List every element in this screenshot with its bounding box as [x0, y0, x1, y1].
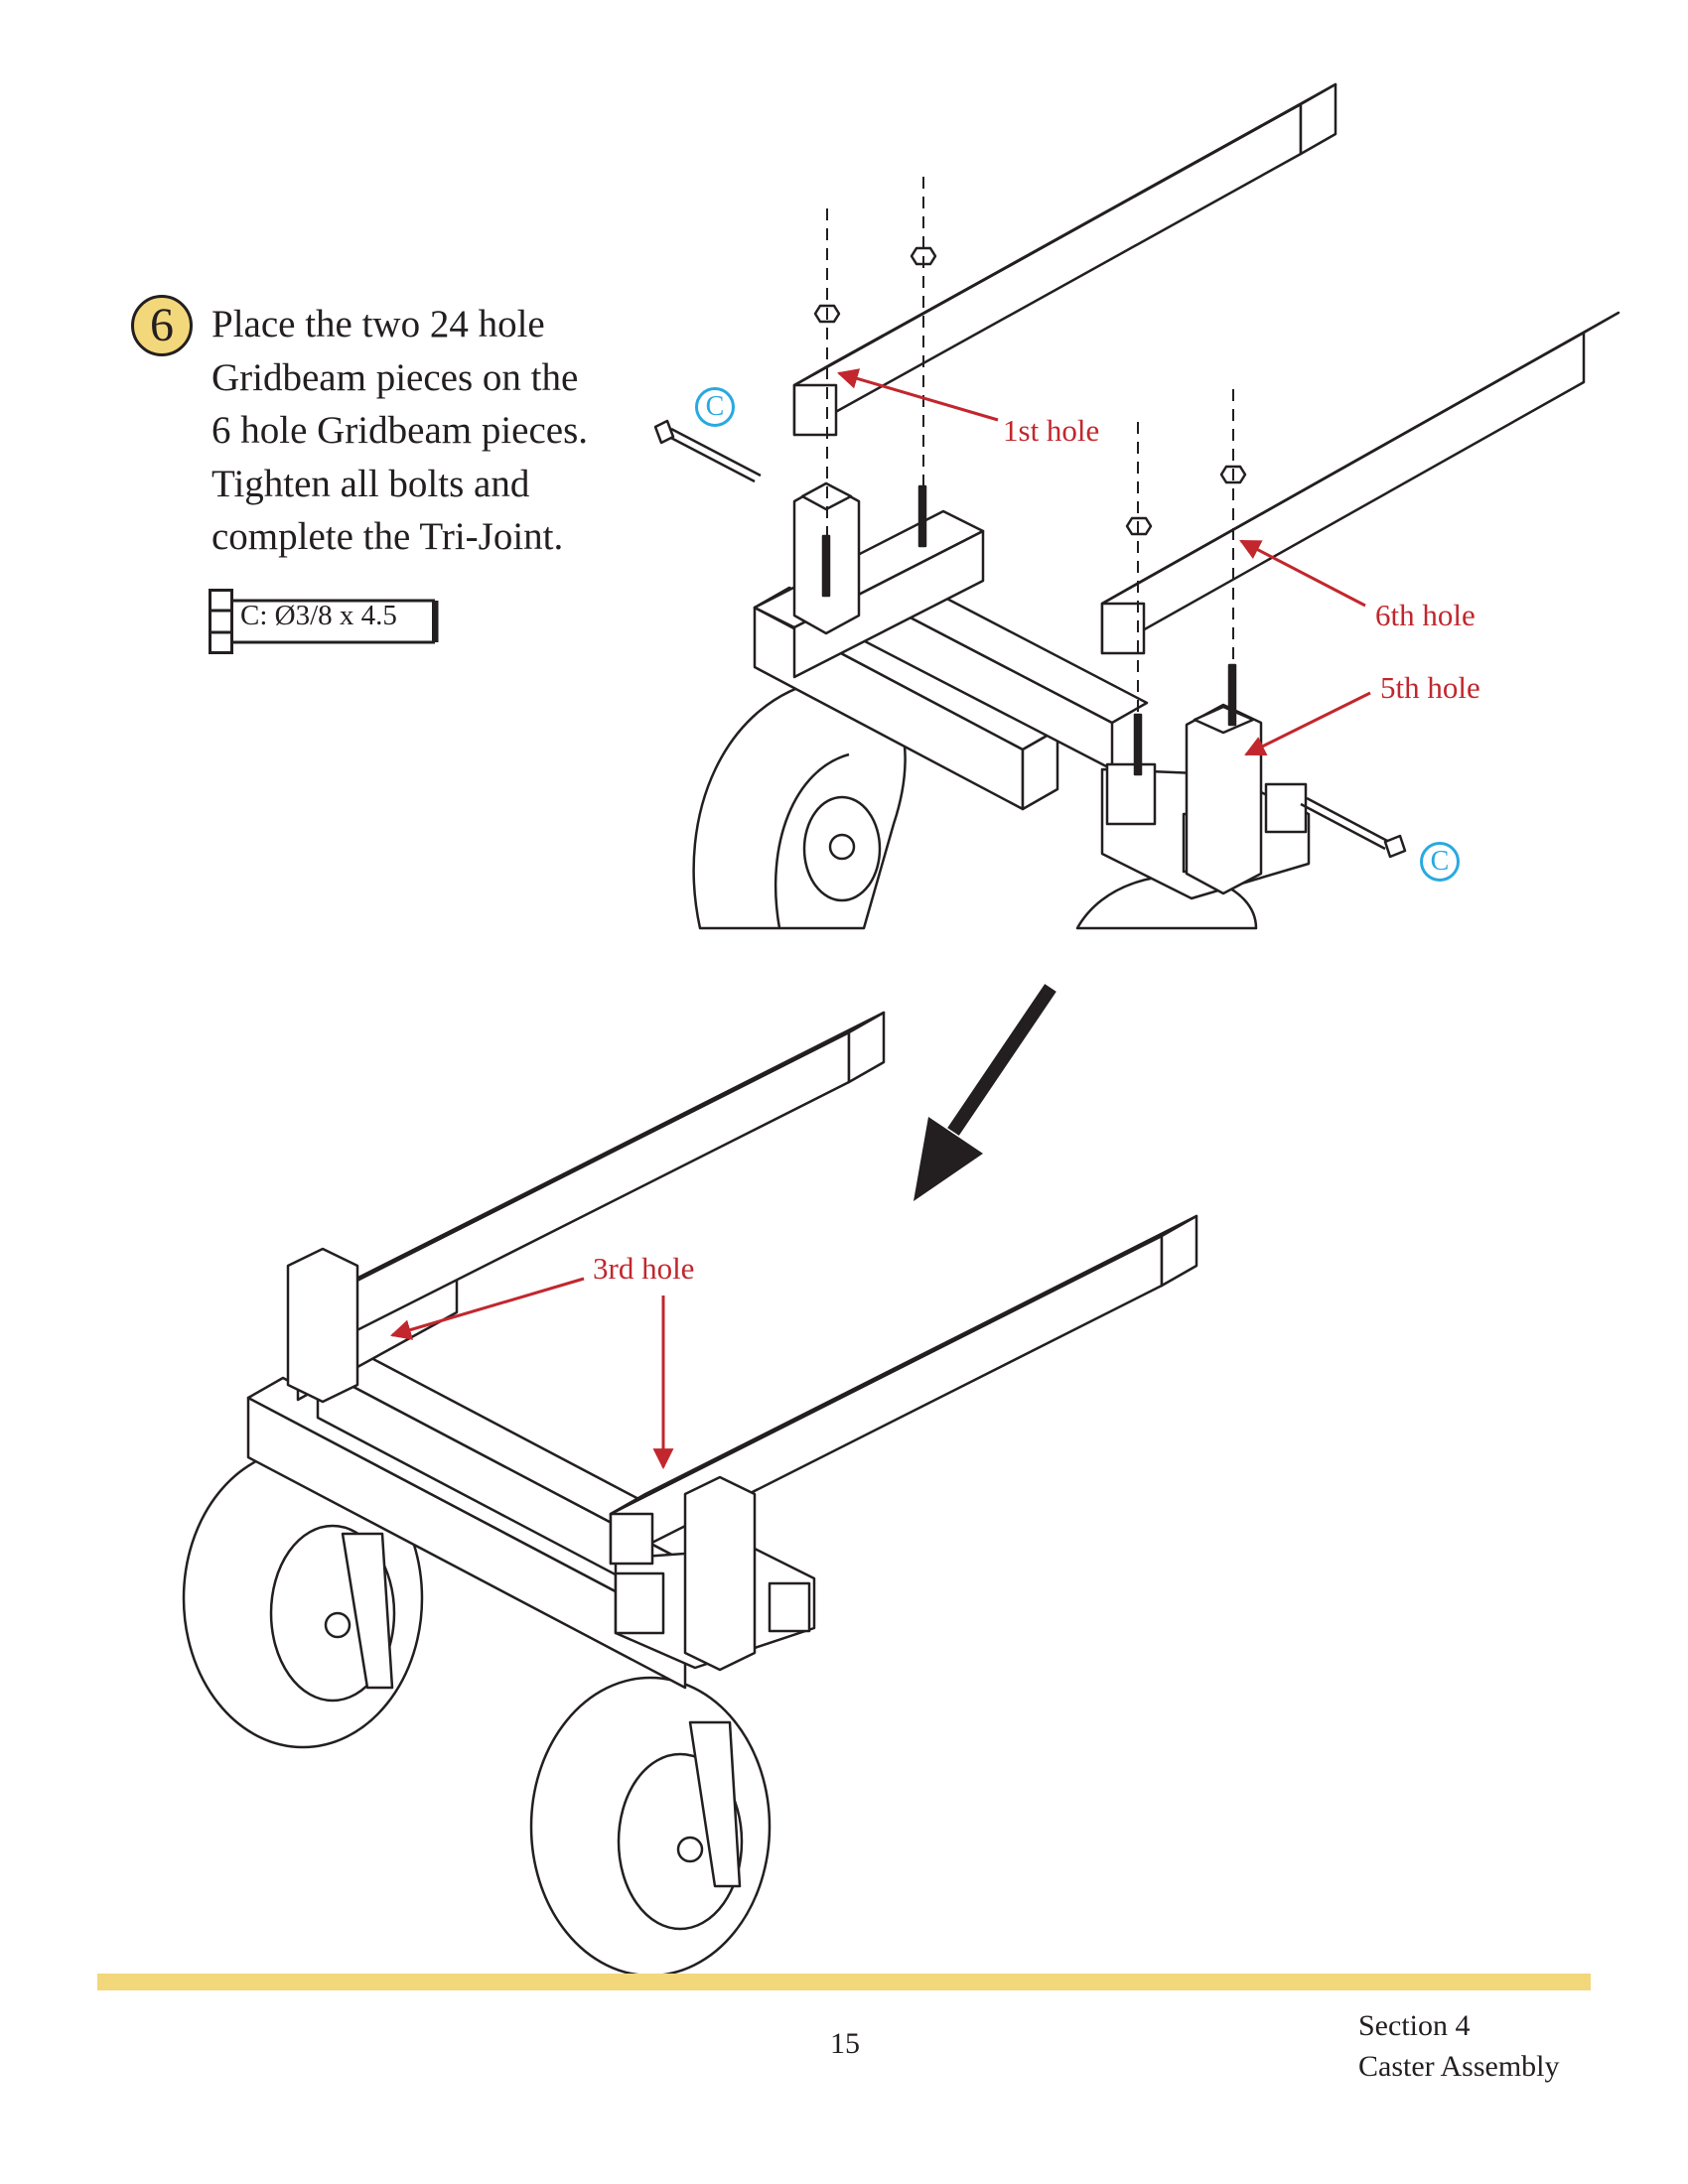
- caster-wheel-rear-assembled: [182, 1447, 424, 1749]
- gridbeam-24-assembled-upper: [296, 1011, 886, 1362]
- section-title: Caster Assembly: [1358, 2050, 1560, 2083]
- part-marker-c-left: C: [695, 387, 735, 427]
- bolt-c-right: [1300, 796, 1407, 859]
- instruction-line: Tighten all bolts and: [211, 462, 530, 505]
- alignment-lines: [826, 177, 1234, 715]
- callout-6th-hole: 6th hole: [1375, 598, 1476, 632]
- bolt-spec: C: Ø3/8 x 4.5: [209, 589, 447, 663]
- bolt-spec-label: C: Ø3/8 x 4.5: [240, 600, 397, 631]
- caster-wheel-rear: [692, 676, 907, 930]
- instruction-line: complete the Tri-Joint.: [211, 515, 564, 558]
- bolt-c-left: [653, 419, 762, 483]
- gridbeam-24-assembled-lower: [609, 1214, 1198, 1566]
- instruction-line: Place the two 24 hole: [211, 303, 545, 345]
- step-instruction: Place the two 24 hole Gridbeam pieces on…: [211, 298, 678, 564]
- instruction-line: 6 hole Gridbeam pieces.: [211, 409, 589, 452]
- callout-1st-hole: 1st hole: [1003, 413, 1100, 448]
- step-number-badge: 6: [131, 295, 193, 356]
- callout-arrow-3rd-left: [389, 1277, 585, 1340]
- page-number: 15: [830, 2027, 860, 2060]
- direction-arrow: [914, 984, 1056, 1201]
- instruction-line: Gridbeam pieces on the: [211, 355, 579, 399]
- exploded-view: [653, 82, 1620, 930]
- part-marker-c-right: C: [1420, 842, 1460, 882]
- assembled-view: [182, 1011, 1198, 1978]
- upright-right: [1185, 703, 1263, 895]
- callout-arrow-5th: [1244, 691, 1371, 756]
- footer-band: [97, 1974, 1591, 1990]
- callout-arrow-1st: [836, 368, 999, 422]
- callout-arrow-6th: [1239, 539, 1366, 608]
- upright-assembled-left: [286, 1247, 359, 1404]
- bolt-icon: [209, 589, 439, 654]
- section-info: Section 4 Caster Assembly: [1358, 2005, 1560, 2087]
- section-label: Section 4: [1358, 2009, 1471, 2042]
- callout-5th-hole: 5th hole: [1380, 670, 1480, 705]
- callout-3rd-hole: 3rd hole: [593, 1251, 695, 1286]
- caster-wheel-front-assembled: [529, 1676, 772, 1978]
- upright-assembled-right: [683, 1475, 757, 1672]
- gridbeam-24-upper: [792, 82, 1337, 437]
